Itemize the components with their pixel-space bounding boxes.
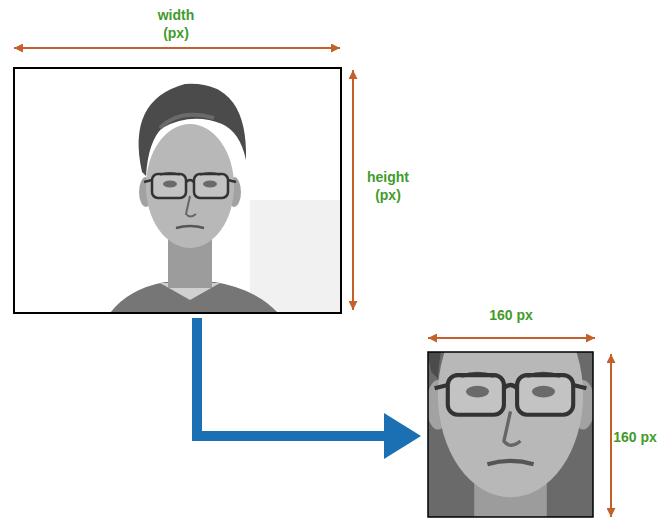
dimension-label: 160 px bbox=[607, 428, 663, 446]
width-dimension bbox=[14, 47, 340, 49]
width-dimension bbox=[428, 337, 595, 339]
face-photo bbox=[14, 68, 341, 313]
height-dimension bbox=[610, 354, 612, 517]
height-dimension bbox=[352, 70, 354, 310]
dimension-label: width (px) bbox=[148, 6, 204, 42]
face-crop bbox=[428, 352, 593, 517]
dimension-label: height (px) bbox=[360, 168, 416, 204]
photo-frame bbox=[14, 68, 341, 313]
crop-frame bbox=[428, 352, 593, 517]
transform-arrow bbox=[192, 318, 421, 459]
dimension-label: 160 px bbox=[471, 306, 551, 324]
